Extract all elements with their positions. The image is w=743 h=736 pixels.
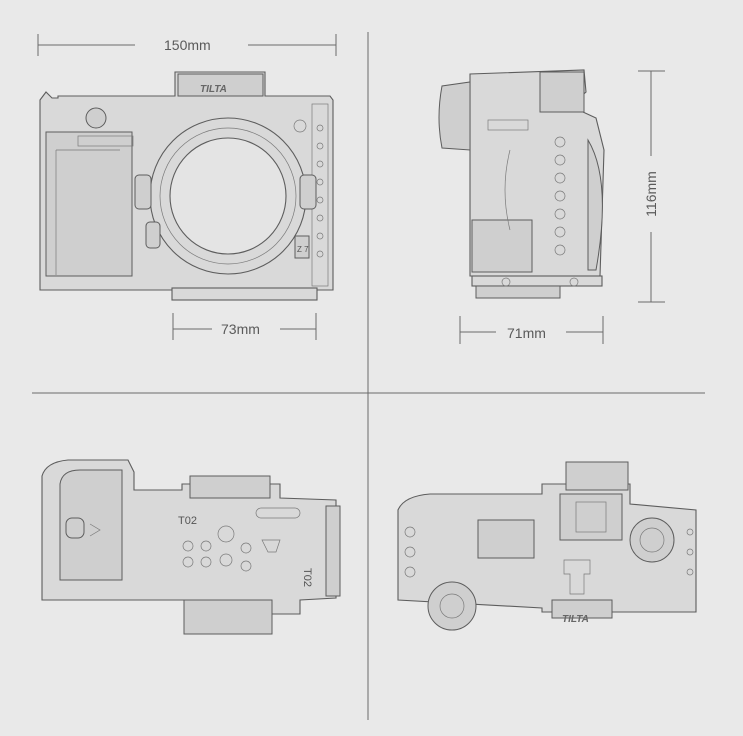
side-grip-cutout (504, 149, 511, 231)
front-depth-dimension-label: 73mm (219, 321, 262, 337)
bottom-mount-plate (183, 599, 273, 635)
side-rail-holes (554, 136, 566, 256)
side-base-plate (475, 285, 561, 299)
bottom-slot (255, 507, 301, 519)
shutter-dial-center (439, 593, 465, 619)
function-button (145, 221, 161, 249)
side-view (438, 69, 665, 344)
side-dial (487, 119, 529, 131)
front-top-handle (177, 73, 264, 97)
top-lcd (477, 519, 535, 559)
top-t-slot (563, 559, 591, 595)
eyecup (438, 81, 471, 151)
model-badge-box (294, 235, 310, 259)
height-dimension-label: 116mm (642, 169, 659, 219)
hot-shoe (559, 493, 623, 541)
bottom-plate-holes (182, 525, 252, 572)
hot-shoe-slot (575, 501, 607, 533)
bottom-view: T02 T02 (41, 459, 341, 635)
front-dial (77, 135, 134, 147)
side-base-rail (471, 275, 603, 287)
part-code-left: T02 (178, 515, 197, 527)
front-brand-text: TILTA (200, 84, 227, 95)
mode-dial-center (639, 527, 665, 553)
top-brand-text: TILTA (562, 614, 589, 625)
front-screw-hole (293, 119, 307, 133)
width-dimension-label: 150mm (162, 37, 213, 53)
front-rail-holes (316, 124, 324, 258)
side-top-handle (539, 71, 585, 113)
part-code-right: T02 (301, 568, 313, 587)
side-hand-grip (587, 138, 603, 271)
front-base-plate (171, 287, 318, 301)
shutter-dial (427, 581, 477, 631)
battery-door-latch (65, 517, 85, 539)
top-front-plate (551, 599, 613, 619)
model-badge: Z 7 (297, 245, 309, 254)
front-view: TILTA Z 7 (37, 34, 337, 340)
battery-door-arrow (89, 523, 101, 537)
lens-mount-opening (169, 137, 287, 255)
top-view: TILTA (397, 461, 697, 631)
front-grip (45, 131, 133, 277)
bottom-clamp (261, 539, 281, 553)
lens-release-left (134, 174, 152, 210)
viewfinder-hump (565, 461, 629, 491)
top-rail-holes (404, 526, 694, 578)
lens-mount-ring (159, 127, 297, 265)
side-battery-door (471, 219, 533, 273)
lens-release-right (299, 174, 317, 210)
front-grip-detail (55, 149, 120, 275)
bottom-side-rail (325, 505, 341, 597)
side-depth-dimension-label: 71mm (505, 325, 548, 341)
bottom-top-handle (189, 475, 271, 499)
mode-dial (629, 517, 675, 563)
shutter-button (85, 107, 107, 129)
